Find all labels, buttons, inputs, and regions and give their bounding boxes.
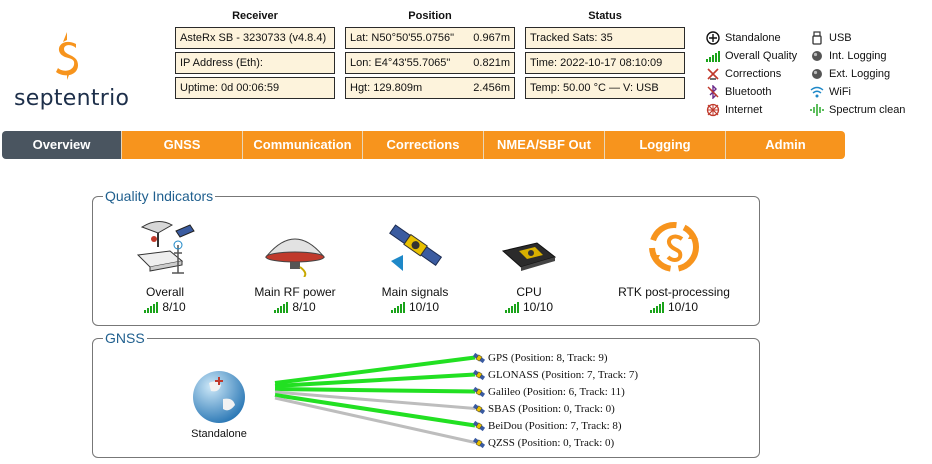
globe-icon	[193, 371, 245, 423]
constellation-links	[274, 355, 476, 444]
antenna-dome-icon	[245, 215, 345, 277]
status-legend-right: USB Int. Logging Ext. Logging WiFi Spect…	[810, 29, 905, 119]
inactive-link	[274, 396, 476, 444]
status-column: Status Tracked Sats: 35 Time: 2022-10-17…	[525, 8, 685, 99]
constellation-label: Galileo (Position: 6, Track: 11)	[488, 385, 625, 398]
constellation-label: GPS (Position: 8, Track: 9)	[488, 351, 608, 364]
tab-logging[interactable]: Logging	[605, 131, 726, 159]
active-link	[274, 372, 476, 388]
signal-bars-icon	[504, 301, 519, 313]
standalone-label: Standalone	[191, 428, 247, 440]
signal-bars-icon	[144, 301, 159, 313]
signal-bars-icon	[649, 301, 664, 313]
receiver-heading: Receiver	[232, 10, 278, 22]
tab-communication[interactable]: Communication	[243, 131, 363, 159]
latitude-field: Lat: N50°50'55.0756"0.967m	[345, 27, 515, 49]
legend-ext-logging: Ext. Logging	[810, 65, 905, 83]
standalone-icon	[706, 31, 720, 45]
usb-icon	[810, 31, 824, 45]
quality-main-signals[interactable]: Main signals 10/10	[379, 215, 451, 314]
corrections-icon	[706, 67, 720, 81]
tab-corrections[interactable]: Corrections	[363, 131, 484, 159]
constellation-label: QZSS (Position: 0, Track: 0)	[488, 436, 615, 449]
wifi-icon	[810, 85, 824, 99]
legend-int-logging: Int. Logging	[810, 47, 905, 65]
constellation-row[interactable]: SBAS (Position: 0, Track: 0)	[473, 400, 638, 417]
quality-overall[interactable]: Overall 8/10	[125, 215, 205, 314]
satellite-icon	[379, 215, 451, 277]
legend-wifi: WiFi	[810, 83, 905, 101]
position-heading: Position	[408, 10, 452, 22]
satellite-icon	[473, 386, 485, 397]
constellation-row[interactable]: QZSS (Position: 0, Track: 0)	[473, 434, 638, 451]
quality-cpu[interactable]: CPU 10/10	[493, 215, 565, 314]
constellation-label: GLONASS (Position: 7, Track: 7)	[488, 368, 639, 381]
uptime-field: Uptime: 0d 00:06:59	[175, 77, 335, 99]
satellite-icon	[473, 420, 485, 431]
status-heading: Status	[588, 10, 622, 22]
int-logging-icon	[810, 49, 824, 63]
inactive-link	[274, 390, 476, 410]
tab-nmea-sbf-out[interactable]: NMEA/SBF Out	[484, 131, 605, 159]
septentrio-logo: septentrio	[8, 30, 138, 120]
legend-spectrum-clean: Spectrum clean	[810, 101, 905, 119]
temperature-field: Temp: 50.00 °C — V: USB	[525, 77, 685, 99]
satellite-icon	[473, 437, 485, 448]
signal-bars-icon	[706, 49, 720, 63]
signal-bars-icon	[274, 301, 289, 313]
status-legend-left: Standalone Overall Quality Corrections B…	[706, 29, 797, 119]
legend-standalone: Standalone	[706, 29, 797, 47]
logo-wordmark: septentrio	[14, 86, 130, 111]
constellation-row[interactable]: Galileo (Position: 6, Track: 11)	[473, 383, 638, 400]
legend-overall-quality: Overall Quality	[706, 47, 797, 65]
rtk-cycle-icon	[611, 215, 737, 277]
constellation-label: SBAS (Position: 0, Track: 0)	[488, 402, 615, 415]
legend-corrections: Corrections	[706, 65, 797, 83]
quality-indicators-title: Quality Indicators	[103, 188, 216, 204]
position-column: Position Lat: N50°50'55.0756"0.967m Lon:…	[345, 8, 515, 99]
cpu-chip-icon	[493, 215, 565, 277]
signal-bars-icon	[390, 301, 405, 313]
gnss-panel: GNSS Standalone GPS (Position: 8, Track:…	[92, 330, 760, 458]
satellite-icon	[473, 403, 485, 414]
ext-logging-icon	[810, 67, 824, 81]
constellation-row[interactable]: BeiDou (Position: 7, Track: 8)	[473, 417, 638, 434]
septentrio-logo-mark	[56, 32, 78, 80]
constellation-label: BeiDou (Position: 7, Track: 8)	[488, 419, 622, 432]
quality-indicators-panel: Quality Indicators Overall 8/10	[92, 188, 760, 326]
legend-usb: USB	[810, 29, 905, 47]
quality-rtk-post-processing[interactable]: RTK post-processing 10/10	[611, 215, 737, 314]
constellation-row[interactable]: GPS (Position: 8, Track: 9)	[473, 349, 638, 366]
active-link	[274, 355, 476, 385]
legend-bluetooth: Bluetooth	[706, 83, 797, 101]
tab-admin[interactable]: Admin	[726, 131, 845, 159]
constellation-row[interactable]: GLONASS (Position: 7, Track: 7)	[473, 366, 638, 383]
legend-internet: Internet	[706, 101, 797, 119]
constellation-list: GPS (Position: 8, Track: 9) GLONASS (Posi…	[473, 349, 638, 451]
longitude-field: Lon: E4°43'55.7065"0.821m	[345, 52, 515, 74]
main-nav-tabs: Overview GNSS Communication Corrections …	[2, 131, 845, 159]
bluetooth-icon	[706, 85, 720, 99]
spectrum-icon	[810, 103, 824, 117]
internet-icon	[706, 103, 720, 117]
tracked-sats-field: Tracked Sats: 35	[525, 27, 685, 49]
receiver-column: Receiver AsteRx SB - 3230733 (v4.8.4) IP…	[175, 8, 335, 99]
satellite-icon	[473, 352, 485, 363]
receiver-antenna-icon	[125, 215, 205, 277]
quality-main-rf-power[interactable]: Main RF power 8/10	[245, 215, 345, 314]
receiver-model-field: AsteRx SB - 3230733 (v4.8.4)	[175, 27, 335, 49]
satellite-icon	[473, 369, 485, 380]
time-field: Time: 2022-10-17 08:10:09	[525, 52, 685, 74]
active-link	[274, 387, 476, 394]
tab-gnss[interactable]: GNSS	[122, 131, 243, 159]
standalone-mode[interactable]: Standalone	[189, 369, 249, 440]
active-link	[274, 393, 476, 428]
tab-overview[interactable]: Overview	[2, 131, 122, 159]
gnss-title: GNSS	[103, 330, 147, 346]
ip-address-field: IP Address (Eth):	[175, 52, 335, 74]
